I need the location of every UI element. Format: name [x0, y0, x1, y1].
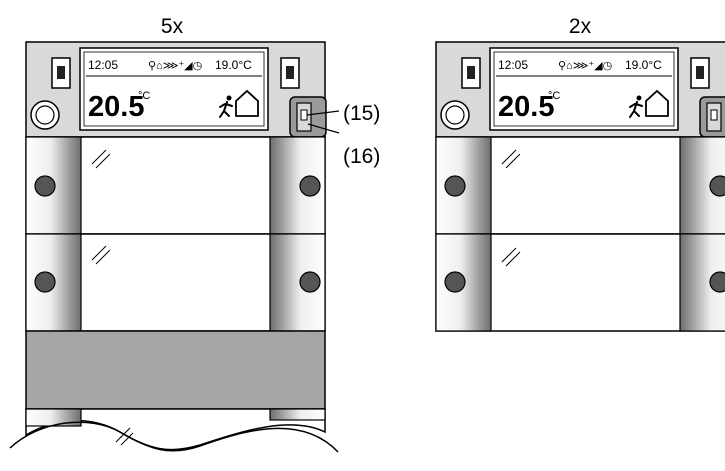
rocker-row-1[interactable] — [25, 136, 326, 235]
status-led-left — [467, 66, 475, 79]
variant-label-5x: 5x — [161, 15, 184, 38]
lcd-setpoint: 19.0°C — [625, 58, 662, 72]
rocker-led-left — [34, 175, 56, 197]
presence-icon — [629, 95, 643, 118]
house-icon — [645, 89, 669, 117]
callout-15: (15) — [343, 102, 380, 125]
lcd-status-icons: ⚲⌂⋙⁺◢◷ — [558, 60, 612, 72]
programming-led — [710, 109, 718, 121]
rocker-row-3-cover — [25, 330, 326, 410]
glass-glint — [501, 149, 517, 165]
continuation-section — [9, 408, 339, 453]
glass-glint — [91, 149, 107, 165]
rocker-led-left — [34, 271, 56, 293]
glass-glint — [501, 247, 517, 263]
lcd-temperature: 20.5 — [88, 91, 144, 123]
house-icon — [235, 89, 259, 117]
device-5x: 5x 12:05 ⚲⌂⋙⁺◢◷ 19.0°C 20.5 °C — [9, 15, 380, 453]
callout-16: (16) — [343, 145, 380, 168]
callout-line-16 — [307, 123, 340, 134]
variant-label-2x: 2x — [569, 15, 592, 38]
lcd-temperature: 20.5 — [498, 91, 554, 123]
callout-line-15 — [306, 110, 340, 116]
rocker-row-1[interactable] — [435, 136, 725, 235]
break-line — [9, 421, 339, 453]
rocker-led-right — [299, 175, 321, 197]
lcd-inner-frame — [83, 51, 265, 127]
lcd-temperature-unit: °C — [138, 90, 150, 102]
lcd-time: 12:05 — [88, 58, 118, 72]
rocker-led-right — [709, 271, 725, 293]
sensor-lens — [35, 105, 55, 125]
rocker-led-left — [444, 175, 466, 197]
glass-glint — [91, 245, 107, 261]
rocker-led-right — [299, 271, 321, 293]
rocker-led-left — [444, 271, 466, 293]
programming-led — [300, 109, 308, 121]
rocker-led-right — [709, 175, 725, 197]
status-led-right — [696, 66, 704, 79]
status-led-right — [286, 66, 294, 79]
lcd-time: 12:05 — [498, 58, 528, 72]
rocker-row-2[interactable] — [25, 233, 326, 332]
lcd-inner-frame — [493, 51, 675, 127]
status-led-left — [57, 66, 65, 79]
device-2x: 2x 12:05 ⚲⌂⋙⁺◢◷ 19.0°C 20.5 °C — [435, 15, 725, 332]
lcd-setpoint: 19.0°C — [215, 58, 252, 72]
rocker-row-2[interactable] — [435, 233, 725, 332]
sensor-lens — [445, 105, 465, 125]
lcd-status-icons: ⚲⌂⋙⁺◢◷ — [148, 60, 202, 72]
presence-icon — [219, 95, 233, 118]
lcd-temperature-unit: °C — [548, 90, 560, 102]
